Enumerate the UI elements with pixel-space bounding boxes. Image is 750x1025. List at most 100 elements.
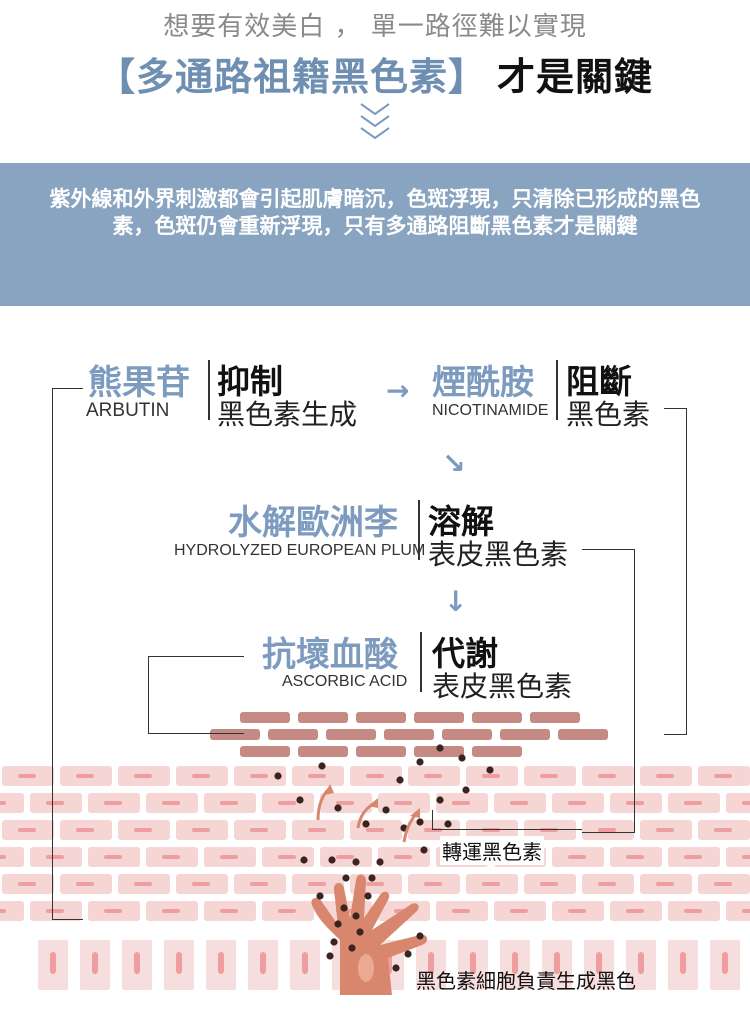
skin-cell-nucleus: [684, 801, 702, 805]
skin-cell-nucleus: [510, 909, 528, 913]
skin-cell-nucleus: [76, 882, 94, 886]
melanin-dot: [328, 856, 336, 864]
skin-cell-nucleus: [366, 828, 384, 832]
skin-cell-nucleus: [656, 774, 674, 778]
ingredient-arbutin-target: 黑色素生成: [217, 398, 358, 431]
skin-cell-nucleus: [656, 882, 674, 886]
skin-cell-nucleus: [656, 828, 674, 832]
transport-label: 轉運黑色素: [440, 836, 544, 865]
skin-cell-nucleus: [18, 828, 36, 832]
info-banner-text: 紫外線和外界刺激都會引起肌膚暗沉，色斑浮現，只清除已形成的黑色素，色斑仍會重新浮…: [49, 187, 701, 238]
melanin-dot: [436, 796, 444, 804]
skin-cell-nucleus: [192, 828, 210, 832]
melanin-dot: [296, 796, 304, 804]
skin-layer-illustration: [0, 712, 750, 995]
skin-cell-nucleus: [46, 801, 64, 805]
skin-cell-nucleus: [18, 882, 36, 886]
melanin-dot: [382, 806, 390, 814]
skin-cell-nucleus: [76, 828, 94, 832]
melanocyte-cell: [311, 874, 428, 995]
ingredient-ascorbic-action: 代謝: [432, 634, 498, 673]
divider: [208, 360, 210, 420]
skin-cell-nucleus: [510, 801, 528, 805]
basal-cell-nucleus: [134, 952, 140, 974]
skin-cell-nucleus: [220, 855, 238, 859]
ingredient-nicotinamide-action: 阻斷: [566, 362, 632, 401]
info-banner: [0, 163, 750, 306]
skin-cell-nucleus: [540, 882, 558, 886]
ingredient-arbutin-action: 抑制: [217, 362, 283, 401]
skin-cell-nucleus: [366, 774, 384, 778]
skin-cell-nucleus: [104, 801, 122, 805]
basal-cell-nucleus: [302, 952, 308, 974]
surface-cell: [530, 712, 580, 723]
skin-cell-nucleus: [598, 774, 616, 778]
skin-cell-nucleus: [714, 774, 732, 778]
skin-cell-nucleus: [192, 774, 210, 778]
skin-cell-nucleus: [278, 909, 296, 913]
surface-cell: [442, 729, 492, 740]
skin-cell-nucleus: [626, 855, 644, 859]
skin-cell-nucleus: [366, 882, 384, 886]
connector-arbutin: [52, 388, 83, 920]
skin-cell: [0, 901, 24, 921]
skin-cell-nucleus: [742, 855, 750, 859]
skin-cell-nucleus: [308, 882, 326, 886]
melanin-dot: [420, 846, 428, 854]
ingredient-nicotinamide-en: NICOTINAMIDE: [432, 402, 549, 419]
ingredient-plum-action: 溶解: [428, 502, 494, 541]
headline-title: 【多通路祖籍黑色素】才是關鍵: [0, 46, 750, 101]
skin-cell-nucleus: [220, 909, 238, 913]
surface-cell: [500, 729, 550, 740]
skin-cell-nucleus: [598, 882, 616, 886]
skin-cell-nucleus: [452, 801, 470, 805]
skin-cell: [726, 847, 750, 867]
ingredient-plum-target: 表皮黑色素: [428, 538, 569, 571]
skin-cell-nucleus: [0, 909, 6, 913]
basal-cell-nucleus: [92, 952, 98, 974]
skin-cell-nucleus: [684, 909, 702, 913]
skin-cell-nucleus: [162, 801, 180, 805]
melanin-dot: [416, 818, 424, 826]
skin-cell-nucleus: [278, 855, 296, 859]
melanin-dot: [352, 912, 360, 920]
surface-cell: [558, 729, 608, 740]
skin-cell-nucleus: [482, 882, 500, 886]
skin-cell-nucleus: [134, 882, 152, 886]
connector-ascorbic: [148, 656, 244, 734]
skin-cell-nucleus: [568, 855, 586, 859]
basal-cell-nucleus: [428, 952, 434, 974]
basal-cell-nucleus: [554, 952, 560, 974]
surface-cell: [298, 746, 348, 757]
skin-cell-nucleus: [626, 801, 644, 805]
melanin-dot: [416, 932, 424, 940]
skin-cell: [0, 793, 24, 813]
surface-cell: [240, 712, 290, 723]
skin-cell-nucleus: [250, 828, 268, 832]
ingredient-plum-name: 水解歐洲李: [228, 503, 398, 543]
basal-cell-nucleus: [680, 952, 686, 974]
surface-cell: [414, 712, 464, 723]
melanin-dot: [334, 920, 342, 928]
skin-cell-nucleus: [394, 801, 412, 805]
skin-cell-nucleus: [18, 774, 36, 778]
ingredient-arbutin-name: 熊果苷: [88, 363, 190, 403]
skin-cell-nucleus: [46, 909, 64, 913]
ingredient-nicotinamide-name: 煙酰胺: [432, 363, 534, 403]
skin-cell-nucleus: [278, 801, 296, 805]
surface-cell: [268, 729, 318, 740]
melanin-dot: [326, 952, 334, 960]
connector-transport-tick: [432, 810, 433, 830]
skin-cell-nucleus: [162, 909, 180, 913]
skin-cell-nucleus: [76, 774, 94, 778]
melanin-dot: [436, 744, 444, 752]
melanin-dot: [316, 892, 324, 900]
skin-cell-nucleus: [162, 855, 180, 859]
arrow-down-icon: ↓: [444, 585, 468, 618]
basal-cell-nucleus: [176, 952, 182, 974]
melanin-dot: [404, 950, 412, 958]
skin-cell-nucleus: [104, 909, 122, 913]
melanin-dot: [356, 928, 364, 936]
connector-plum: [582, 549, 635, 833]
skin-cell-nucleus: [714, 828, 732, 832]
